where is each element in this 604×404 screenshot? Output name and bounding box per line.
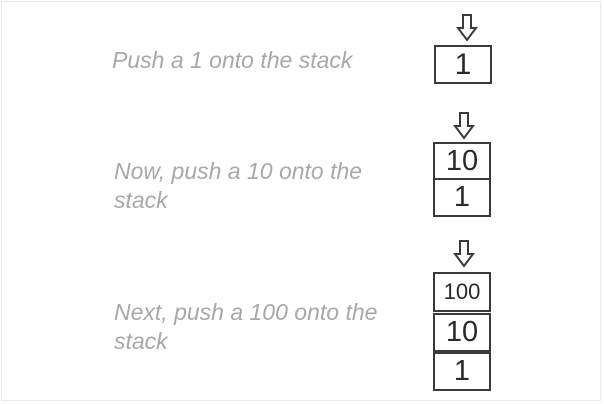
down-arrow-icon — [453, 240, 475, 268]
down-arrow-icon — [453, 112, 475, 140]
step-1-caption: Push a 1 onto the stack — [112, 47, 353, 73]
stack-2-item-10: 10 — [433, 142, 491, 180]
stack-2-item-1: 1 — [433, 178, 491, 217]
step-3-caption: Next, push a 100 onto the stack — [114, 299, 378, 354]
stack-3-item-100: 100 — [433, 272, 491, 312]
stack-3-item-1: 1 — [433, 352, 491, 391]
stack-1-item-1: 1 — [434, 45, 492, 84]
stack-3-item-10: 10 — [433, 313, 491, 352]
step-2-caption: Now, push a 10 onto the stack — [114, 158, 363, 213]
down-arrow-icon — [456, 14, 478, 42]
